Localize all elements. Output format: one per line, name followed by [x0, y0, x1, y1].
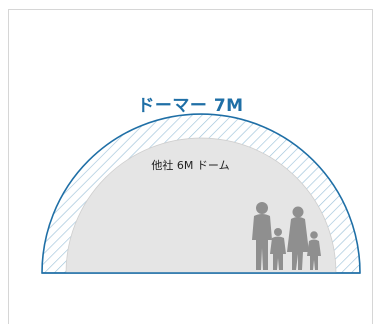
child-figure-icon — [270, 228, 286, 270]
family-silhouette-icon — [252, 202, 321, 270]
outer-dome-label: ドーマー 7M — [137, 96, 244, 116]
child-figure-icon — [307, 231, 321, 270]
adult-figure-icon — [287, 206, 309, 270]
adult-figure-icon — [252, 202, 272, 270]
inner-dome-label: 他社 6M ドーム — [151, 159, 230, 172]
